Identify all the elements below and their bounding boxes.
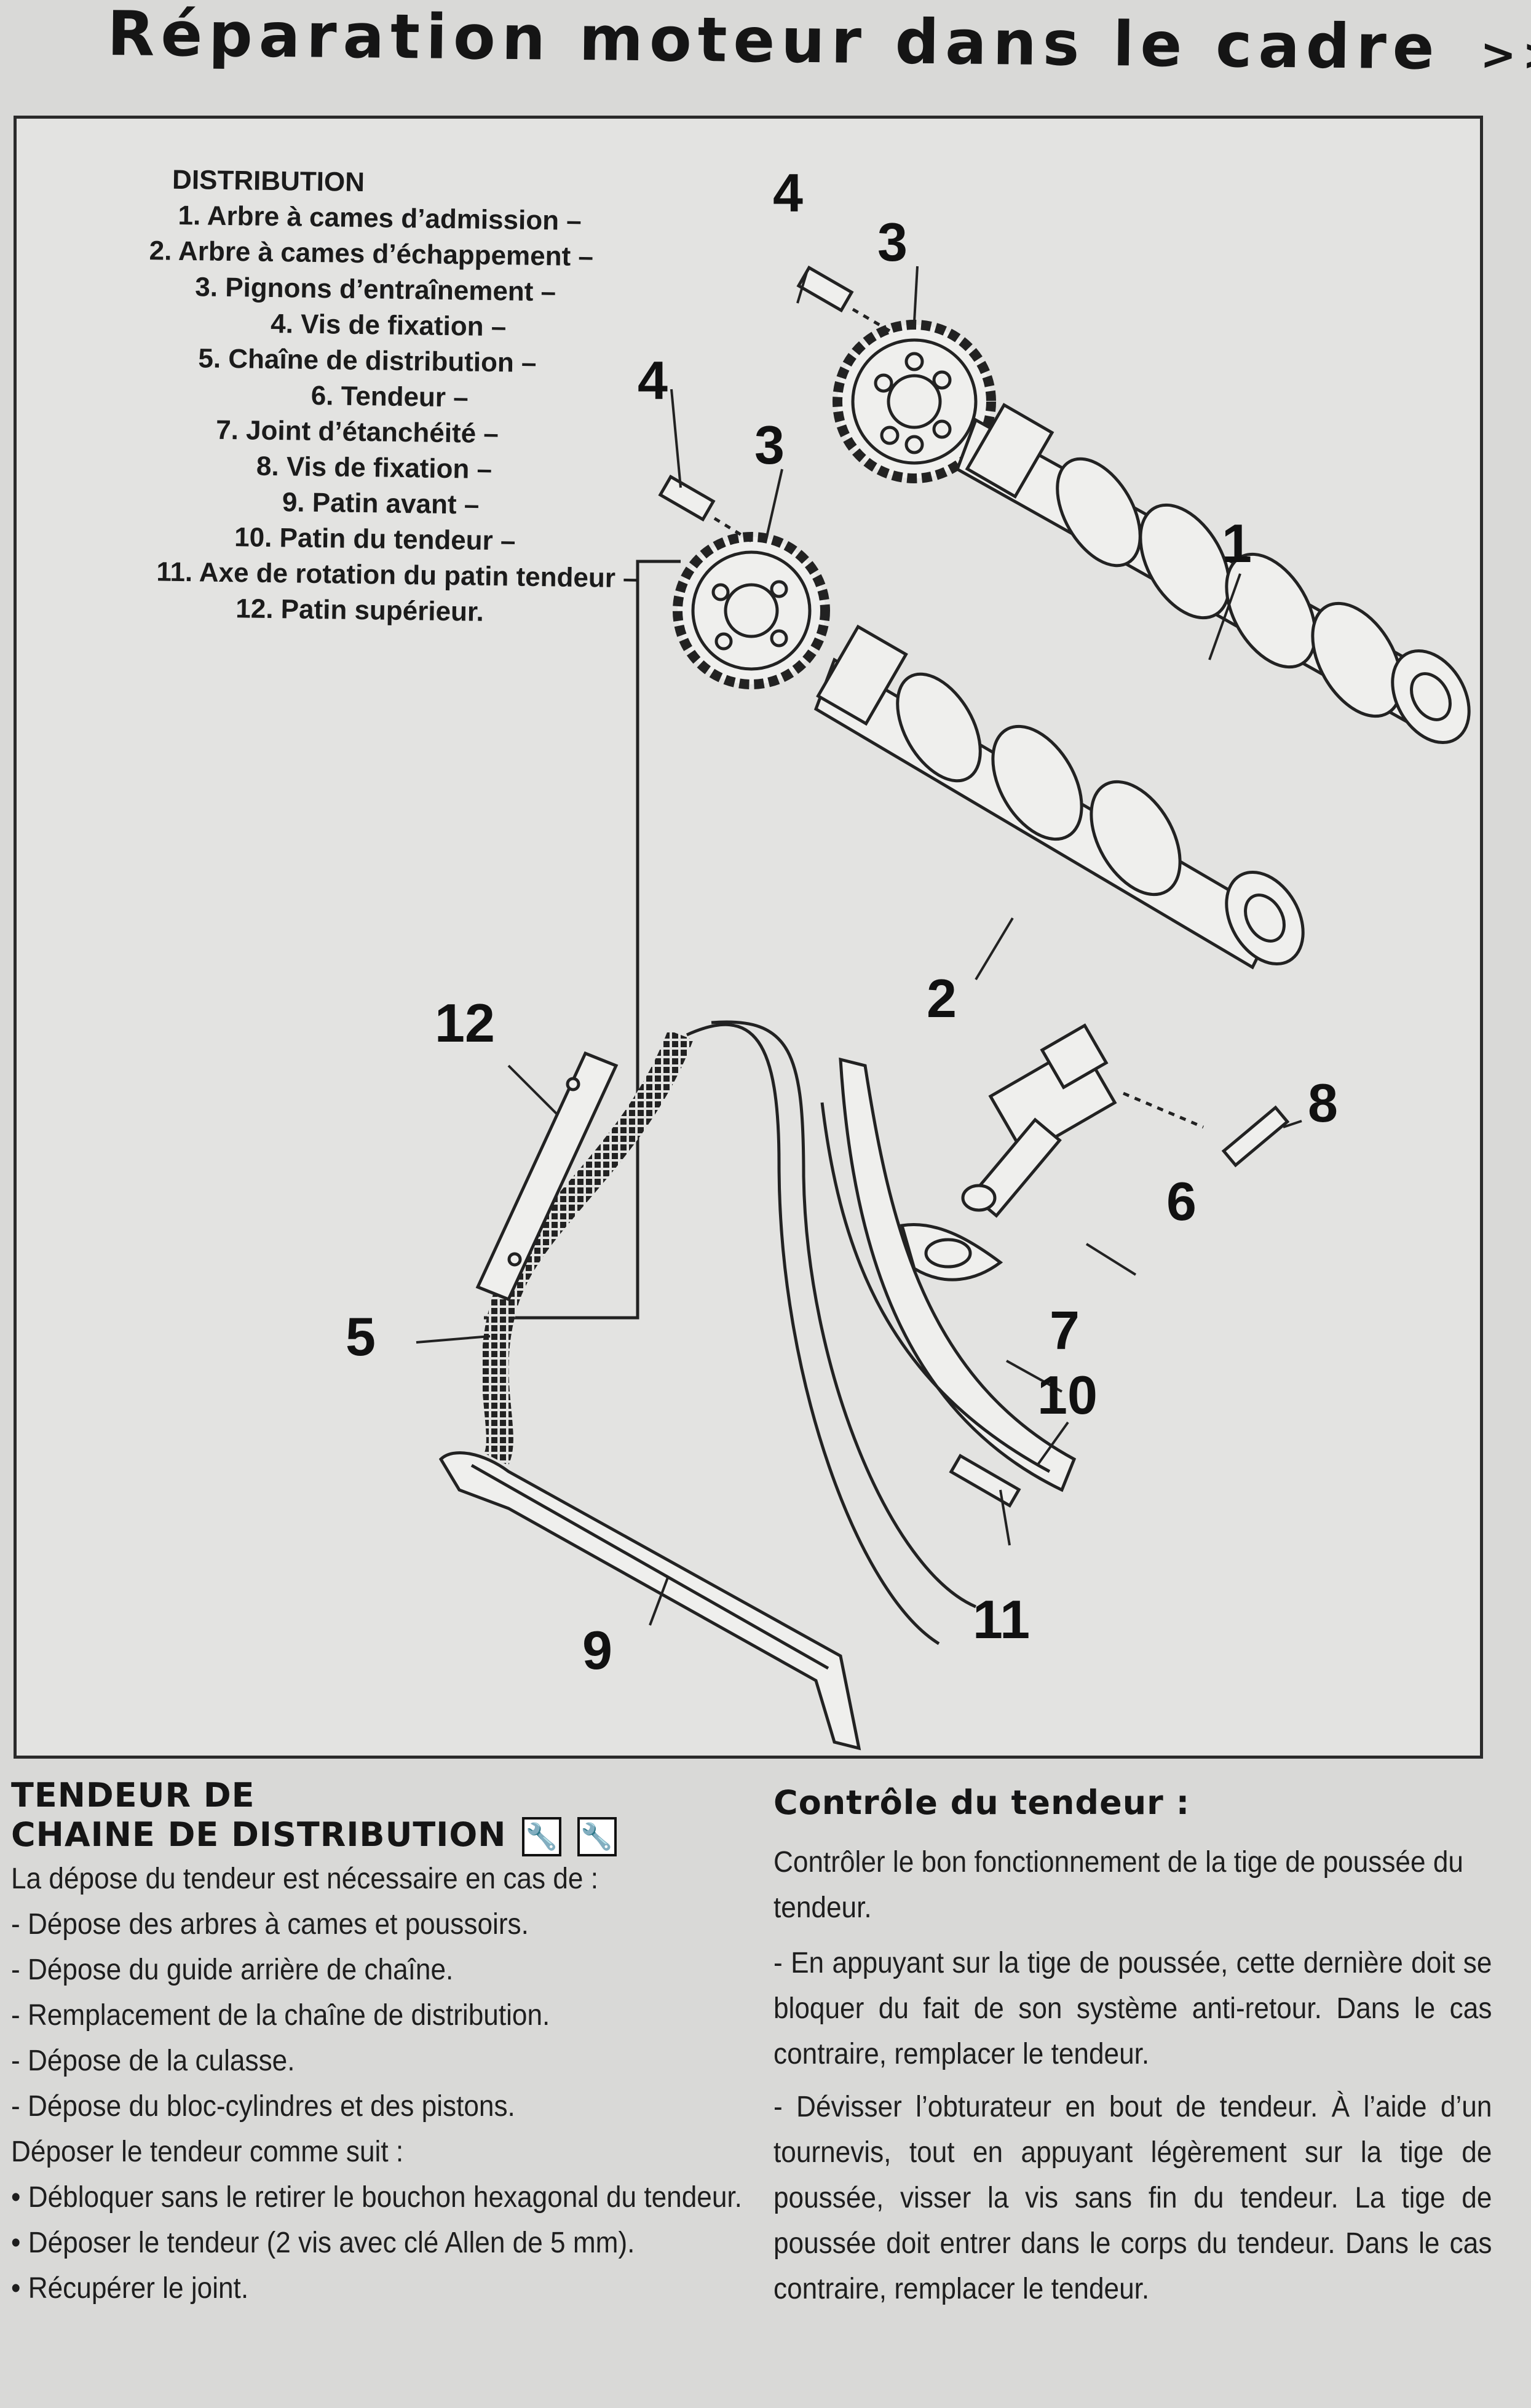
section-body: Contrôler le bon fonctionnement de la ti… xyxy=(773,1840,1492,2312)
callout-10: 10 xyxy=(1037,1364,1098,1425)
legend-item: 6. Tendeur – xyxy=(311,380,469,413)
section-heading-line1: TENDEUR DE xyxy=(11,1776,255,1815)
paragraph: Contrôler le bon fonctionnement de la ti… xyxy=(773,1846,1463,1924)
section-heading: Contrôle du tendeur : xyxy=(773,1783,1190,1822)
callout-7: 7 xyxy=(1050,1300,1080,1361)
legend-item: 4. Vis de fixation – xyxy=(270,308,507,343)
fixing-bolts xyxy=(658,265,891,545)
continue-arrows: >> xyxy=(1479,29,1531,81)
list-item: - Dépose du bloc-cylindres et des piston… xyxy=(11,2090,515,2123)
upper-pad xyxy=(475,1051,619,1302)
section-heading-line2-text: CHAINE DE DISTRIBUTION xyxy=(11,1815,507,1854)
callout-12: 12 xyxy=(435,992,495,1053)
callout-8: 8 xyxy=(1308,1072,1338,1133)
callout-11: 11 xyxy=(973,1589,1031,1650)
callout-5: 5 xyxy=(346,1306,376,1367)
pivot-pin xyxy=(949,1454,1021,1508)
callout-3-lower: 3 xyxy=(754,414,785,475)
paragraph: - En appuyant sur la tige de poussée, ce… xyxy=(773,1947,1492,2070)
sprocket-exhaust xyxy=(673,532,830,689)
tensioner xyxy=(961,1023,1117,1218)
legend-item: 9. Patin avant – xyxy=(282,487,480,520)
section-body: La dépose du tendeur est nécessaire en c… xyxy=(11,1856,752,2311)
legend-item: 12. Patin supérieur. xyxy=(235,593,485,627)
section-heading-line2: CHAINE DE DISTRIBUTION 🔧 🔧 xyxy=(11,1815,755,1857)
callout-1: 1 xyxy=(1222,513,1252,574)
callout-3-upper: 3 xyxy=(877,212,908,272)
page-title-text: Réparation moteur dans le cadre xyxy=(106,0,1441,84)
paragraph: - Dévisser l’obturateur en bout de tende… xyxy=(773,2091,1492,2305)
section-heading: TENDEUR DE CHAINE DE DISTRIBUTION 🔧 🔧 xyxy=(11,1776,755,1857)
legend-item: 10. Patin du tendeur – xyxy=(234,522,516,556)
page-title: Réparation moteur dans le cadre >> xyxy=(106,0,1531,89)
callout-9: 9 xyxy=(582,1620,612,1681)
list-item: • Déposer le tendeur (2 vis avec clé All… xyxy=(11,2227,635,2260)
legend: DISTRIBUTION 1. Arbre à cames d’admissio… xyxy=(47,160,638,632)
sprocket-intake xyxy=(833,320,996,483)
callout-4-upper: 4 xyxy=(773,162,803,223)
legend-item: 7. Joint d’étanchéité – xyxy=(215,414,499,450)
legend-item: 8. Vis de fixation – xyxy=(256,451,493,485)
camshaft-intake xyxy=(955,403,1471,745)
list-item: - Remplacement de la chaîne de distribut… xyxy=(11,1999,550,2032)
list-item: - Dépose de la culasse. xyxy=(11,2045,295,2078)
callout-4-lower: 4 xyxy=(638,350,668,411)
tensioner-check-section: Contrôle du tendeur : Contrôler le bon f… xyxy=(773,1783,1493,2312)
wrench-icon: 🔧 xyxy=(522,1817,562,1857)
legend-title: DISTRIBUTION xyxy=(172,164,365,198)
camshaft-exhaust xyxy=(813,624,1305,970)
list-item: - Dépose des arbres à cames et poussoirs… xyxy=(11,1908,529,1941)
gasket xyxy=(900,1223,1003,1281)
front-pad xyxy=(438,1451,861,1751)
exploded-view-drawing xyxy=(416,265,1471,1751)
intro-text: La dépose du tendeur est nécessaire en c… xyxy=(11,1863,599,1896)
tensioner-bolt xyxy=(1123,1091,1290,1168)
list-item: - Dépose du guide arrière de chaîne. xyxy=(11,1954,454,1987)
callout-2: 2 xyxy=(927,968,957,1029)
callout-6: 6 xyxy=(1166,1171,1197,1232)
steps-intro: Déposer le tendeur comme suit : xyxy=(11,2136,404,2169)
list-item: • Débloquer sans le retirer le bouchon h… xyxy=(11,2181,742,2214)
distribution-diagram: DISTRIBUTION 1. Arbre à cames d’admissio… xyxy=(14,116,1483,1759)
tensioner-section: TENDEUR DE CHAINE DE DISTRIBUTION 🔧 🔧 La… xyxy=(11,1776,755,2311)
wrench-icon: 🔧 xyxy=(577,1817,617,1857)
list-item: • Récupérer le joint. xyxy=(11,2272,249,2305)
